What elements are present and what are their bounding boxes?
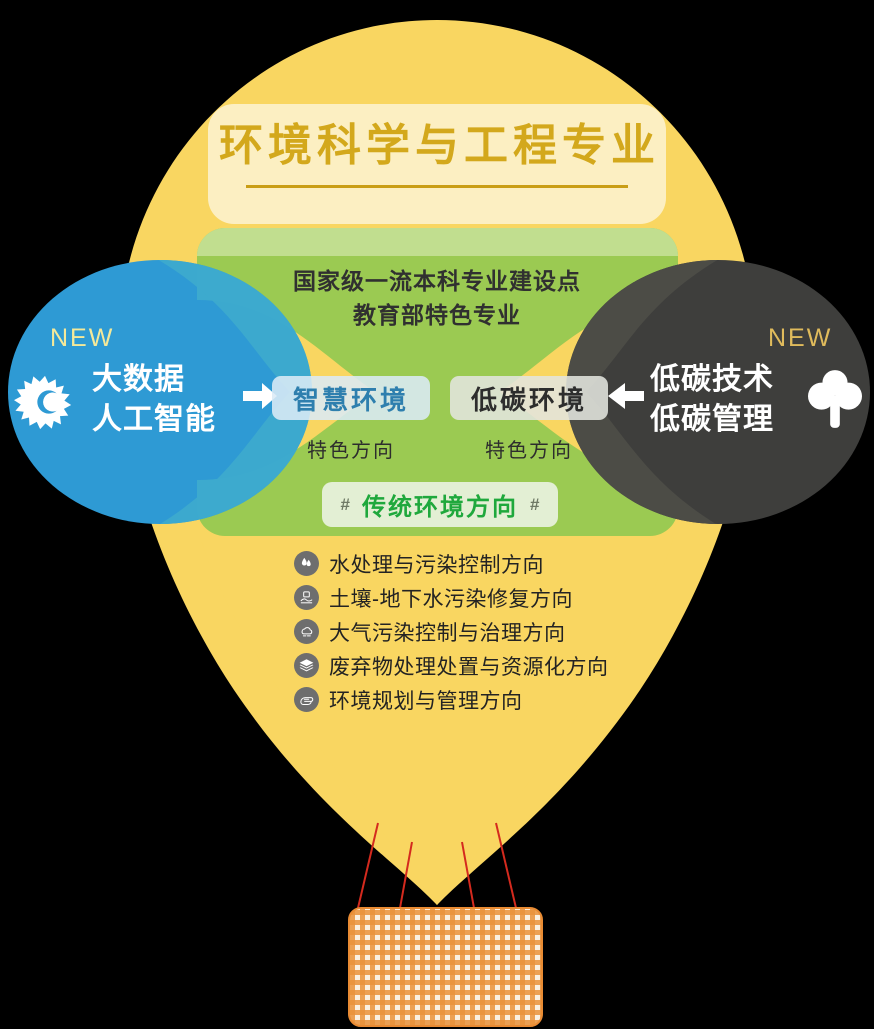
hash-left: # [340, 494, 350, 514]
left-label-line-2: 人工智能 [92, 402, 216, 436]
sun-moon-icon [14, 375, 72, 430]
page-title: 环境科学与工程专业 [219, 121, 660, 170]
arrow-left-icon [608, 383, 644, 409]
subtitle-line-2: 教育部特色专业 [353, 302, 521, 329]
soil-icon [294, 585, 319, 610]
hash-right: # [530, 494, 540, 514]
balloon-basket [348, 907, 543, 1027]
title-card: 环境科学与工程专业 [208, 104, 666, 224]
feature-pill-lowcarbon-label: 低碳环境 [470, 384, 587, 415]
feature-pill-lowcarbon[interactable]: 低碳环境 [450, 376, 608, 420]
tree-icon [808, 370, 862, 428]
water-drops-icon [294, 551, 319, 576]
feature-caption-lowcarbon: 特色方向 [485, 440, 573, 462]
direction-list: 水处理与污染控制方向 土壤-地下水污染修复方向 [294, 548, 609, 715]
right-cluster-label: 低碳技术 低碳管理 [650, 360, 806, 439]
subtitle-block: 国家级一流本科专业建设点 教育部特色专业 [0, 264, 874, 332]
right-label-line-1: 低碳技术 [650, 363, 774, 396]
title-underline [246, 185, 628, 188]
right-new-badge: NEW [768, 324, 833, 352]
left-label-line-1: 大数据 [92, 363, 185, 396]
list-item[interactable]: 废弃物处理处置与资源化方向 [294, 650, 609, 681]
list-item[interactable]: 大气污染控制与治理方向 [294, 616, 609, 647]
traditional-direction-label: 传统环境方向 [362, 494, 518, 521]
cloud-icon [294, 619, 319, 644]
feature-pill-smart-label: 智慧环境 [292, 384, 409, 415]
subtitle-line-1: 国家级一流本科专业建设点 [293, 268, 581, 294]
list-item-label: 废弃物处理处置与资源化方向 [329, 655, 609, 679]
right-label-line-2: 低碳管理 [650, 402, 774, 436]
balloon-ropes [357, 822, 517, 909]
layers-icon [294, 653, 319, 678]
list-item-label: 环境规划与管理方向 [329, 689, 523, 713]
list-item-label: 土壤-地下水污染修复方向 [329, 587, 573, 611]
traditional-direction-pill[interactable]: # 传统环境方向 # [322, 482, 558, 527]
left-new-badge: NEW [50, 324, 115, 352]
arrow-right-icon [243, 383, 277, 409]
list-item[interactable]: 土壤-地下水污染修复方向 [294, 582, 609, 613]
left-cluster-label: 大数据 人工智能 [92, 360, 242, 439]
feature-pill-smart[interactable]: 智慧环境 [272, 376, 430, 420]
list-item[interactable]: 环境规划与管理方向 [294, 684, 609, 715]
list-item-label: 水处理与污染控制方向 [329, 553, 544, 577]
list-item-label: 大气污染控制与治理方向 [329, 621, 566, 645]
list-item[interactable]: 水处理与污染控制方向 [294, 548, 609, 579]
scroll-map-icon [294, 687, 319, 712]
feature-caption-smart: 特色方向 [307, 440, 395, 462]
